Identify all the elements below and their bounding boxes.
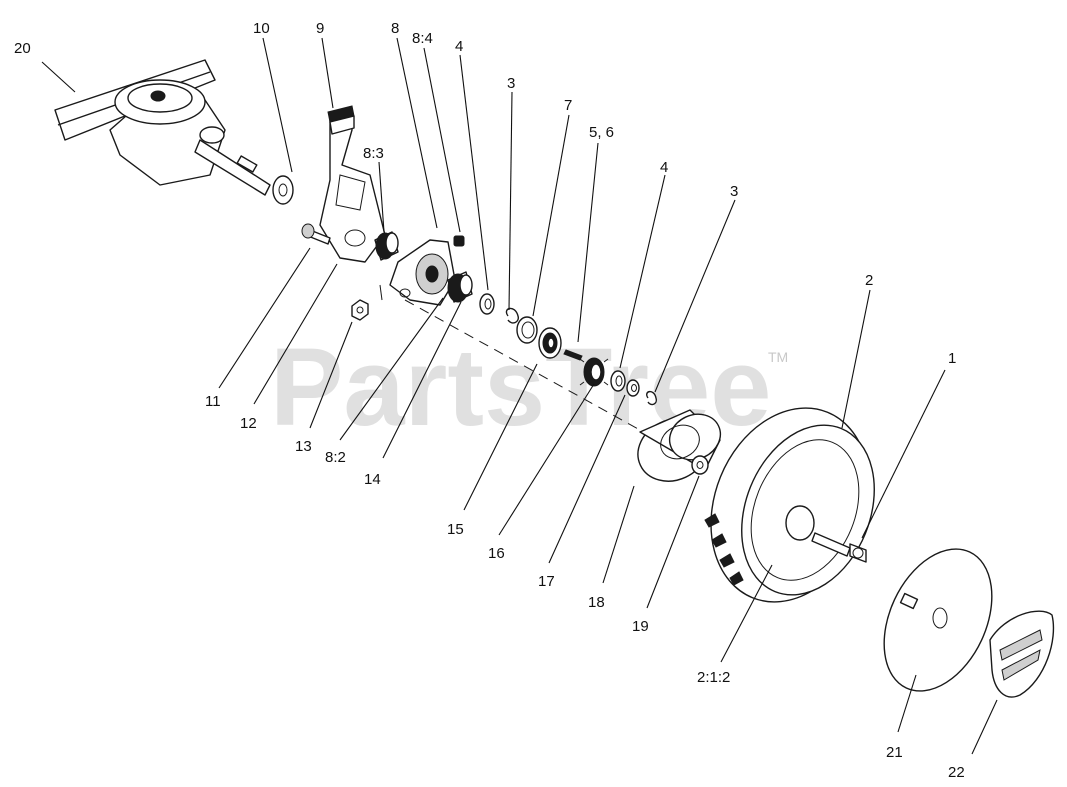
- callout-18: 18: [588, 594, 605, 611]
- bearing-part-15: [538, 327, 562, 359]
- callout-20: 20: [14, 40, 31, 57]
- gear-housing-part-8: [389, 239, 456, 306]
- cap-part-9: [327, 105, 355, 135]
- callout-19: 19: [632, 618, 649, 635]
- callout-3b: 3: [730, 183, 738, 200]
- callout-4b: 4: [660, 159, 668, 176]
- bushing-part-8-3: [374, 231, 399, 261]
- bolt-part-11: [301, 223, 331, 245]
- callout-11: 11: [205, 393, 221, 410]
- callout-7: 7: [564, 97, 572, 114]
- screw-part-8-4: [453, 235, 465, 247]
- callout-labels: 20 10 9 8:3 8 8:4 4 3 7 5, 6 4 3 2 1 11 …: [14, 20, 965, 781]
- washer-part-4b: [610, 370, 626, 392]
- hub-cup-part-18: [637, 409, 722, 482]
- bushing-part-8-2: [447, 271, 473, 303]
- callout-8-2: 8:2: [325, 449, 346, 466]
- nut-part-13: [351, 299, 369, 321]
- pin-line: [379, 284, 383, 301]
- washer-part-4a: [479, 293, 495, 315]
- callout-8-4: 8:4: [412, 30, 433, 47]
- clip-part-3b: [646, 390, 658, 406]
- callout-2-1-2: 2:1:2: [697, 669, 730, 686]
- callout-5-6: 5, 6: [589, 124, 614, 141]
- wheel-cover-part-21: [883, 548, 993, 692]
- callout-3a: 3: [507, 75, 515, 92]
- callout-12: 12: [240, 415, 257, 432]
- washer-part-10: [272, 175, 294, 205]
- callout-13: 13: [295, 438, 312, 455]
- bushing-part-17: [626, 379, 640, 397]
- callout-9: 9: [316, 20, 324, 37]
- callout-8-3: 8:3: [363, 145, 384, 162]
- callout-17: 17: [538, 573, 555, 590]
- callout-21: 21: [886, 744, 903, 761]
- callout-4a: 4: [455, 38, 463, 55]
- callout-14: 14: [364, 471, 381, 488]
- watermark-trademark: TM: [768, 349, 788, 365]
- callout-16: 16: [488, 545, 505, 562]
- tread-cap-part-22: [989, 610, 1055, 698]
- leader-lines: [41, 37, 998, 755]
- hub-washer-part-19: [691, 455, 709, 475]
- clip-part-3a: [505, 307, 520, 324]
- callout-10: 10: [253, 20, 270, 37]
- gear-part-16: [579, 357, 609, 387]
- assembly-axis-line: [404, 299, 641, 431]
- callout-8: 8: [391, 20, 399, 37]
- transmission-assembly: [54, 59, 271, 196]
- axle-bolt-part-1: [811, 532, 867, 563]
- ring-part-7: [516, 316, 538, 344]
- callout-1: 1: [948, 350, 956, 367]
- callout-15: 15: [447, 521, 464, 538]
- callout-22: 22: [948, 764, 965, 781]
- callout-2: 2: [865, 272, 873, 289]
- spring-part-5-6: [563, 349, 583, 361]
